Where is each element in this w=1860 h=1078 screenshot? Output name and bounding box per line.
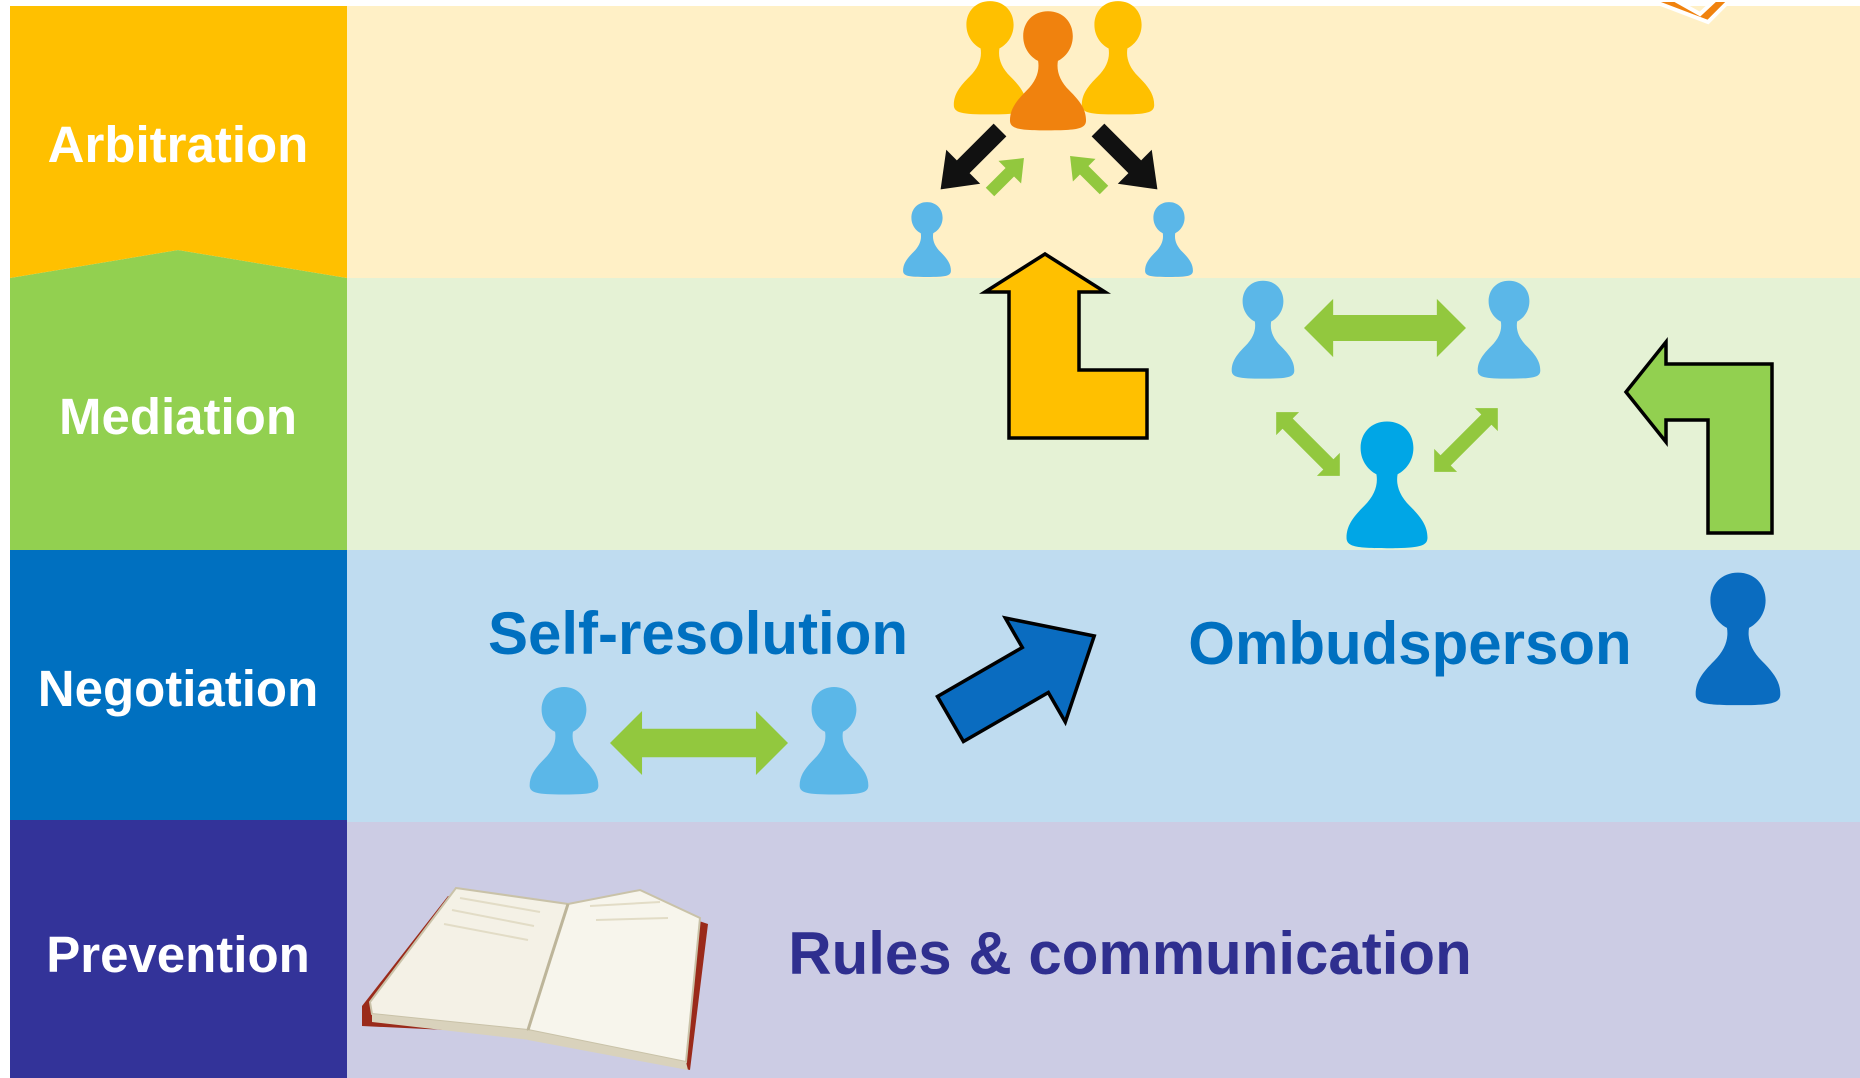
negotiation-label: Negotiation	[38, 660, 318, 717]
open-book-icon	[362, 886, 708, 1070]
submission-arrow-right-icon	[1070, 156, 1109, 195]
mediation-label: Mediation	[59, 388, 297, 445]
arbitration-level-bar	[10, 6, 347, 278]
arbitration-label: Arbitration	[48, 116, 309, 173]
submission-arrow-left-icon	[985, 158, 1024, 197]
negotiation-band	[347, 550, 1860, 822]
decision-arrow-left-icon	[940, 123, 1007, 190]
prevention-level-bar	[10, 820, 347, 1078]
rules-communication-label: Rules & communication	[788, 920, 1471, 987]
ombudsperson-label: Ombudsperson	[1188, 610, 1631, 677]
escalation-arrow-fragment-icon	[1649, 0, 1733, 25]
negotiation-level-bar	[10, 520, 347, 820]
escalate-to-mediation-arrow-icon	[1623, 337, 1774, 535]
self-resolution-label: Self-resolution	[488, 600, 908, 667]
mediation-level-bar	[10, 250, 347, 550]
decision-arrow-right-icon	[1091, 123, 1158, 190]
escalate-to-arbitration-arrow-icon	[978, 251, 1149, 440]
escalate-to-ombudsperson-arrow-icon	[935, 615, 1097, 744]
prevention-label: Prevention	[46, 926, 310, 983]
